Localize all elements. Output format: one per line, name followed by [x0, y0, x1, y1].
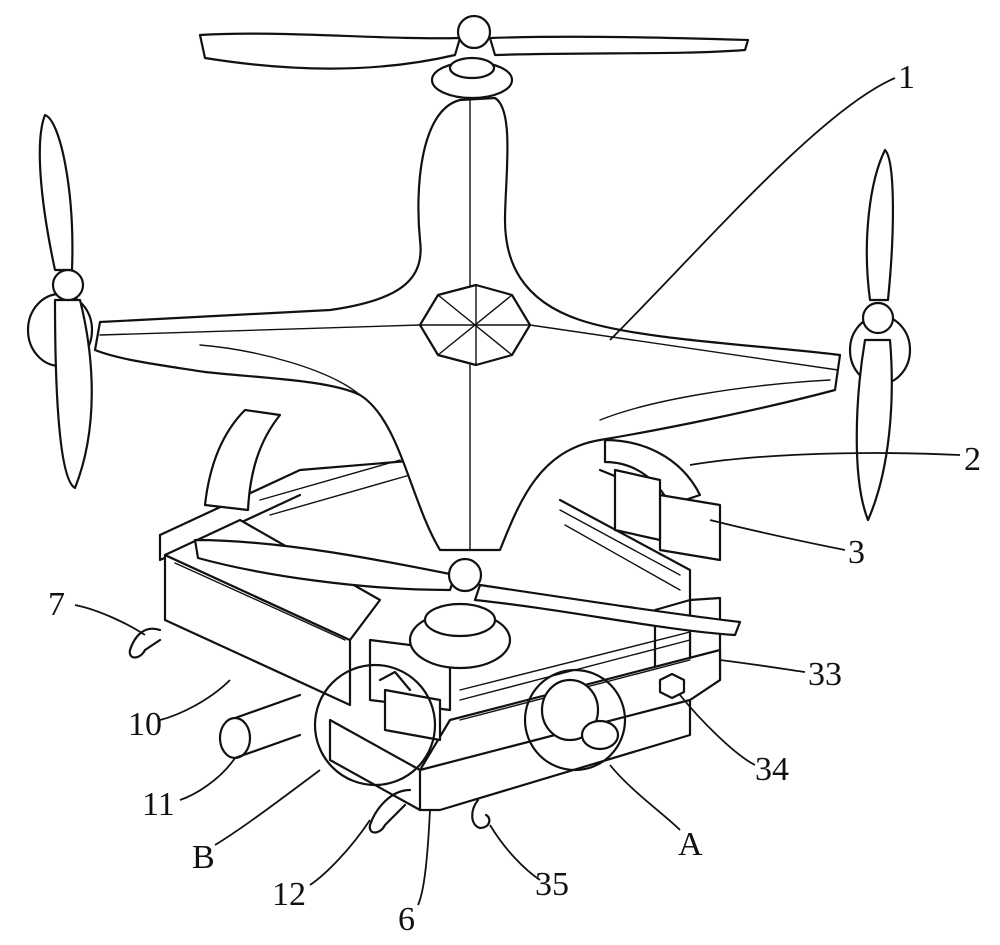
leader-35 — [489, 824, 541, 881]
propeller-right-lower-blade — [855, 338, 893, 522]
leader-12 — [309, 819, 371, 886]
propeller-top-left-blade — [198, 32, 462, 70]
callout-6: 6 — [398, 901, 415, 938]
callout-B: B — [192, 839, 215, 876]
leader-2 — [689, 452, 961, 466]
nut-34 — [658, 672, 686, 700]
detail-circle-A — [523, 668, 627, 772]
leader-11 — [179, 757, 236, 801]
leader-lines — [74, 77, 961, 906]
callout-34: 34 — [755, 751, 789, 788]
support-legs — [203, 408, 722, 562]
propeller-front-hub — [447, 557, 483, 593]
right-leg — [603, 438, 702, 507]
propeller-left-upper-blade — [38, 113, 74, 272]
leader-6 — [417, 809, 431, 906]
callout-2: 2 — [964, 441, 981, 478]
accessories — [128, 627, 686, 834]
leader-3 — [709, 519, 846, 551]
callout-12: 12 — [272, 876, 306, 913]
leader-A — [609, 764, 681, 831]
hook-12 — [368, 788, 412, 834]
propeller-right-hub — [861, 301, 895, 335]
leader-B — [214, 769, 321, 846]
callout-33: 33 — [808, 656, 842, 693]
leader-7 — [74, 604, 146, 636]
propellers — [38, 14, 895, 637]
knob — [540, 678, 600, 742]
left-leg — [203, 408, 282, 512]
propeller-top-right-blade — [488, 35, 750, 57]
callout-10: 10 — [128, 706, 162, 743]
propeller-left-lower-blade — [53, 298, 93, 490]
leader-1 — [609, 77, 896, 341]
hook-7 — [128, 627, 162, 659]
leader-10 — [159, 679, 231, 721]
callout-11: 11 — [142, 786, 175, 823]
propeller-right-upper-blade — [865, 148, 895, 302]
leader-33 — [719, 659, 806, 673]
callout-35: 35 — [535, 866, 569, 903]
tube-11 — [218, 716, 252, 760]
right-foot-block — [658, 493, 722, 562]
drone-body — [93, 96, 842, 552]
propeller-left-hub — [51, 268, 85, 302]
propeller-front-right-blade — [473, 583, 742, 637]
callout-A: A — [678, 826, 703, 863]
callout-labels: 1 2 3 33 34 A 35 6 12 B 11 10 7 — [48, 59, 981, 938]
detail-circle-B — [313, 663, 437, 787]
leader-34 — [679, 694, 756, 766]
propeller-top-hub — [456, 14, 492, 50]
callout-3: 3 — [848, 534, 865, 571]
hook-35 — [471, 798, 491, 830]
motors — [26, 56, 912, 670]
callout-7: 7 — [48, 586, 65, 623]
callout-1: 1 — [898, 59, 915, 96]
